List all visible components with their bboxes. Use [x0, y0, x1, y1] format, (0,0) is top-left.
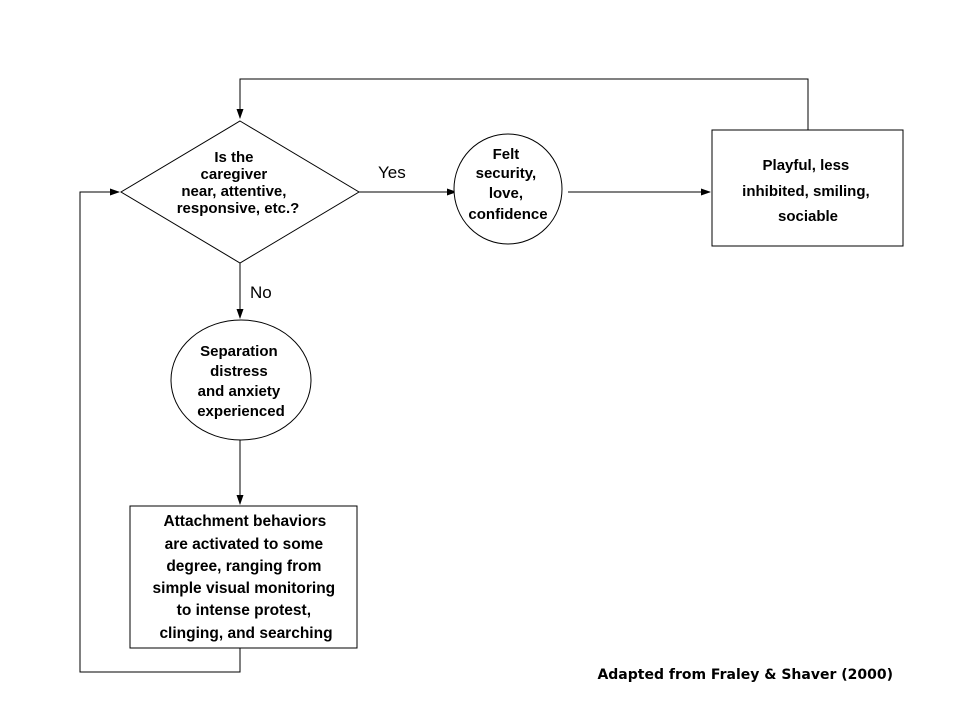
- decision-line-4: responsive, etc.?: [177, 200, 300, 217]
- distress-circle: [170, 319, 312, 441]
- decision-line-1: Is the: [214, 149, 253, 166]
- decision-line-2: caregiver: [201, 166, 268, 183]
- distress-node: Separation distress and anxiety experien…: [170, 319, 312, 441]
- playful-box: [711, 129, 904, 247]
- distress-line-3: and anxiety: [198, 383, 281, 400]
- attachment-line-1: Attachment behaviors: [163, 513, 326, 530]
- no-label: No: [250, 283, 272, 302]
- playful-line-2: inhibited, smiling,: [742, 183, 870, 200]
- decision-diamond: [120, 120, 360, 264]
- security-line-1: Felt: [493, 146, 520, 163]
- yes-label: Yes: [378, 163, 406, 182]
- attachment-text: Attachment behaviors are activated to so…: [153, 513, 340, 642]
- playful-text: Playful, less inhibited, smiling, sociab…: [742, 157, 874, 225]
- security-circle: [453, 133, 563, 245]
- security-text: Felt security, love, confidence: [468, 146, 547, 223]
- attachment-line-6: clinging, and searching: [159, 625, 332, 642]
- attachment-node: Attachment behaviors are activated to so…: [129, 505, 358, 649]
- source-caption: Adapted from Fraley & Shaver (2000): [597, 667, 893, 683]
- attachment-line-2: are activated to some: [165, 536, 324, 553]
- attachment-line-3: degree, ranging from: [166, 558, 321, 575]
- distress-text: Separation distress and anxiety experien…: [197, 343, 285, 420]
- security-node: Felt security, love, confidence: [453, 133, 563, 245]
- security-line-4: confidence: [468, 206, 547, 223]
- playful-line-3: sociable: [778, 208, 838, 225]
- edge-playful-feedback: [236, 78, 809, 130]
- attachment-line-5: to intense protest,: [177, 602, 311, 619]
- decision-text: Is the caregiver near, attentive, respon…: [177, 149, 300, 217]
- attachment-line-4: simple visual monitoring: [153, 580, 336, 597]
- decision-node: Is the caregiver near, attentive, respon…: [120, 120, 360, 264]
- attachment-box: [129, 505, 358, 649]
- security-line-3: love,: [489, 185, 523, 202]
- security-line-2: security,: [476, 165, 537, 182]
- distress-line-1: Separation: [200, 343, 278, 360]
- distress-line-2: distress: [210, 363, 268, 380]
- edge-attachment-feedback: [79, 188, 241, 673]
- distress-line-4: experienced: [197, 403, 285, 420]
- decision-line-3: near, attentive,: [181, 183, 286, 200]
- playful-node: Playful, less inhibited, smiling, sociab…: [711, 129, 904, 247]
- playful-line-1: Playful, less: [763, 157, 850, 174]
